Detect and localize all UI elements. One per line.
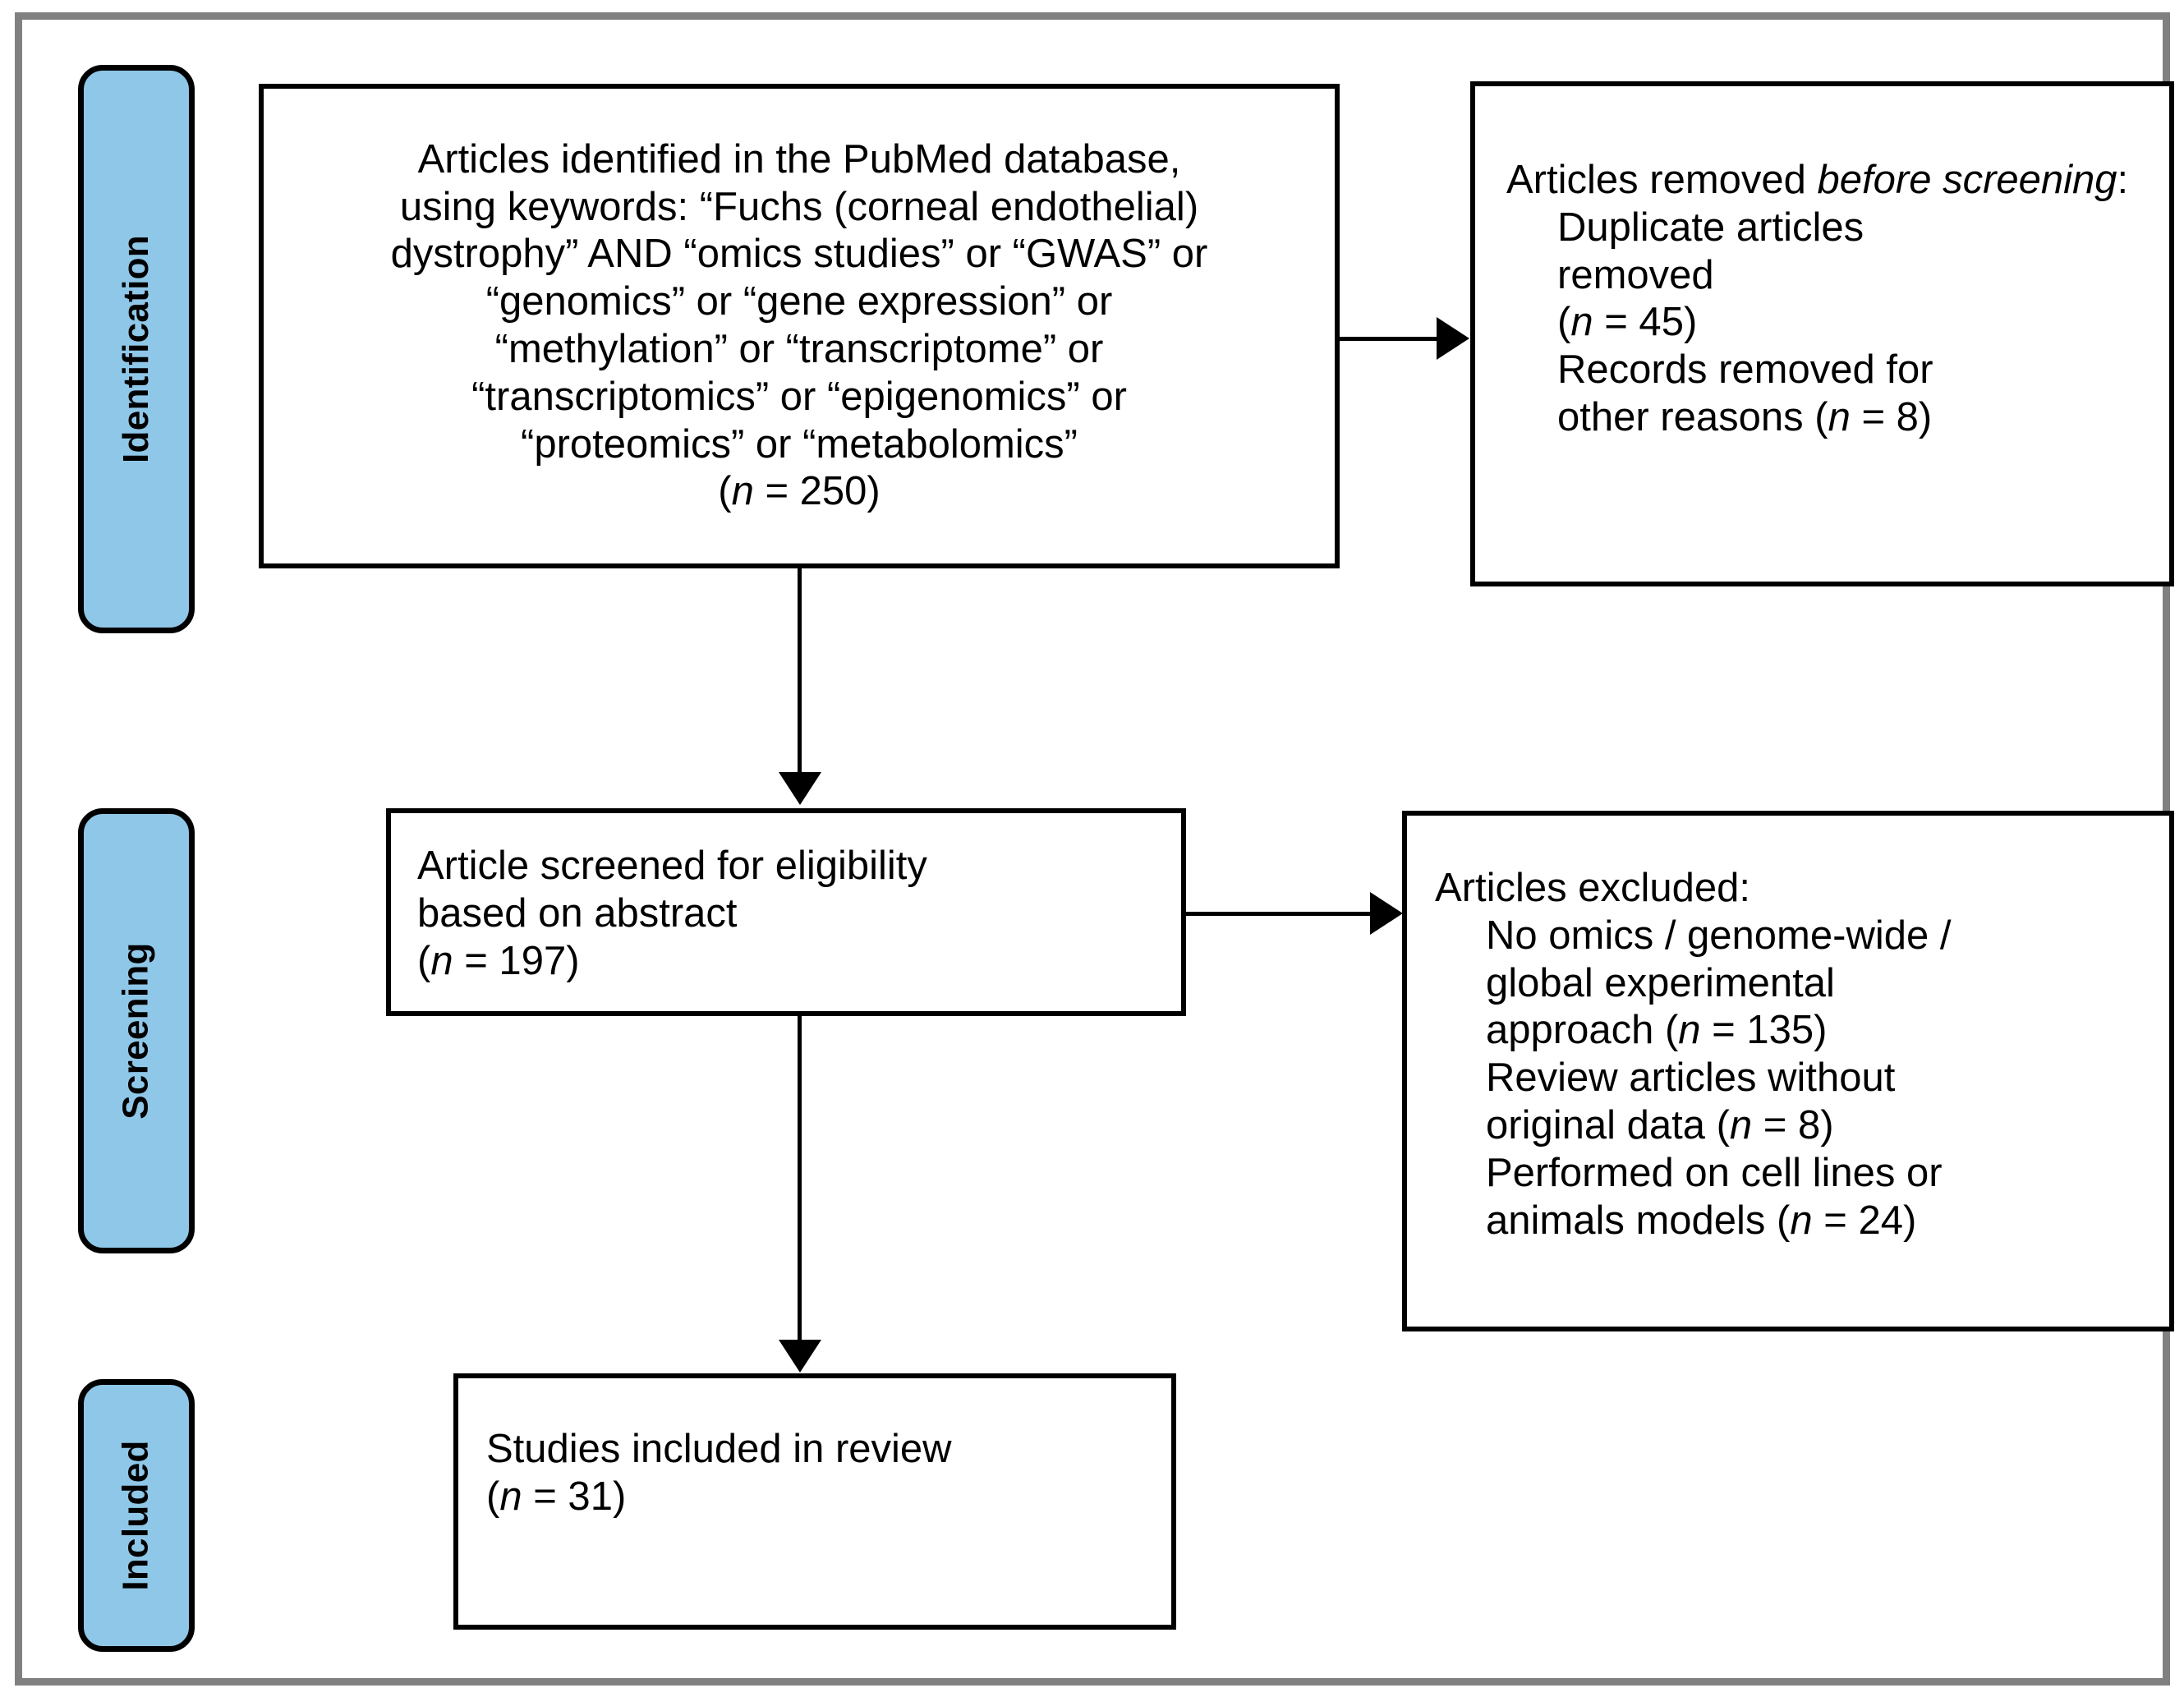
- excluded-item-3-line-2-n: n: [1790, 1198, 1813, 1243]
- excluded-item-1-line-3-post: = 135): [1700, 1008, 1828, 1053]
- included-count: (n = 31): [486, 1474, 626, 1519]
- identified-line-5: “methylation” or “transcriptome” or: [494, 327, 1104, 371]
- identified-count: (n = 250): [718, 469, 880, 513]
- box-articles-removed-before-screening: Articles removed before screening: Dupli…: [1470, 81, 2174, 586]
- removed-item-2-line-2: other reasons (n = 8): [1506, 394, 2169, 442]
- box-articles-excluded-text: Articles excluded: No omics / genome-wid…: [1435, 865, 2169, 1245]
- arrow-identified-to-removed-line: [1340, 337, 1440, 341]
- excluded-item-1-line-2: global experimental: [1486, 960, 1835, 1005]
- identified-line-4: “genomics” or “gene expression” or: [485, 279, 1113, 324]
- removed-item-1-line-1: Duplicate articles: [1557, 205, 1864, 250]
- screened-count-open: (: [417, 938, 431, 983]
- removed-heading-suffix: :: [2117, 158, 2129, 202]
- removed-item-2-line-2-n: n: [1828, 395, 1851, 440]
- excluded-item-2-line-2: original data (n = 8): [1435, 1102, 2169, 1150]
- identified-line-3: dystrophy” AND “omics studies” or “GWAS”…: [390, 232, 1208, 277]
- box-studies-included: Studies included in review (n = 31): [453, 1373, 1176, 1630]
- excluded-item-1-line-1: No omics / genome-wide /: [1486, 913, 1952, 958]
- box-articles-excluded: Articles excluded: No omics / genome-wid…: [1402, 811, 2174, 1331]
- stage-label-identification: Identification: [78, 65, 195, 633]
- screened-count-n: n: [430, 938, 453, 983]
- box-articles-screened-text: Article screened for eligibility based o…: [417, 843, 1181, 985]
- screened-count: (n = 197): [417, 939, 580, 983]
- identified-count-n: n: [731, 469, 754, 514]
- removed-item-1-count: (n = 45): [1506, 299, 2169, 347]
- box-articles-identified-text: Articles identified in the PubMed databa…: [379, 136, 1220, 517]
- identified-line-6: “transcriptomics” or “epigenomics” or: [471, 374, 1127, 419]
- identified-line-1: Articles identified in the PubMed databa…: [417, 136, 1181, 182]
- identified-count-rest: = 250): [753, 469, 880, 514]
- removed-heading: Articles removed before screening:: [1506, 158, 2128, 202]
- included-count-rest: = 31): [522, 1474, 627, 1519]
- box-articles-removed-text: Articles removed before screening: Dupli…: [1506, 157, 2169, 442]
- arrow-screened-to-included-line: [798, 1016, 802, 1343]
- diagram-outer-frame: Identification Screening Included Articl…: [15, 12, 2174, 1686]
- screened-line-1: Article screened for eligibility: [417, 844, 927, 888]
- removed-item-1-count-n: n: [1570, 300, 1593, 345]
- screened-line-2: based on abstract: [417, 890, 738, 936]
- removed-item-1-line-2: removed: [1557, 252, 1714, 297]
- excluded-item-3-line-1: Performed on cell lines or: [1486, 1150, 1943, 1195]
- arrow-down-icon: [779, 772, 821, 805]
- box-articles-screened: Article screened for eligibility based o…: [386, 808, 1186, 1016]
- excluded-item-3-line-2: animals models (n = 24): [1435, 1198, 2169, 1245]
- arrow-down-icon: [779, 1340, 821, 1373]
- arrow-screened-to-excluded-line: [1186, 912, 1373, 916]
- removed-item-2-line-2-post: = 8): [1850, 395, 1933, 440]
- excluded-item-2-line-2-n: n: [1729, 1103, 1753, 1148]
- excluded-item-1-line-3: approach (n = 135): [1435, 1007, 2169, 1055]
- removed-heading-plain: Articles removed: [1506, 158, 1818, 202]
- removed-item-1-count-rest: = 45): [1593, 300, 1698, 345]
- removed-item-2-line-1: Records removed for: [1557, 347, 1933, 393]
- arrow-identified-to-screened-line: [798, 568, 802, 775]
- identified-line-7: “proteomics” or “metabolomics”: [521, 421, 1078, 467]
- stage-label-included: Included: [78, 1379, 195, 1652]
- included-count-n: n: [499, 1474, 522, 1519]
- removed-heading-italic: before screening: [1817, 158, 2117, 202]
- removed-item-2-line-2-pre: other reasons (: [1557, 395, 1828, 440]
- stage-label-identification-text: Identification: [116, 235, 157, 463]
- box-articles-identified: Articles identified in the PubMed databa…: [259, 84, 1340, 568]
- excluded-heading: Articles excluded:: [1435, 866, 1751, 910]
- excluded-item-2-line-2-post: = 8): [1752, 1103, 1834, 1148]
- excluded-item-1-line-3-pre: approach (: [1486, 1008, 1679, 1053]
- included-line-1: Studies included in review: [486, 1427, 952, 1471]
- identified-line-2: using keywords: “Fuchs (corneal endothel…: [399, 184, 1199, 229]
- excluded-item-3-line-2-post: = 24): [1812, 1198, 1917, 1243]
- arrow-right-icon: [1370, 892, 1403, 935]
- excluded-item-2-line-2-pre: original data (: [1486, 1103, 1730, 1148]
- stage-label-screening-text: Screening: [116, 942, 157, 1120]
- stage-label-screening: Screening: [78, 808, 195, 1253]
- included-count-open: (: [486, 1474, 500, 1519]
- screened-count-rest: = 197): [453, 938, 580, 983]
- excluded-item-2-line-1: Review articles without: [1486, 1055, 1896, 1101]
- box-studies-included-text: Studies included in review (n = 31): [486, 1426, 1171, 1521]
- removed-item-1-count-open: (: [1557, 300, 1571, 345]
- excluded-item-3-line-2-pre: animals models (: [1486, 1198, 1791, 1243]
- excluded-item-1-line-3-n: n: [1678, 1008, 1701, 1053]
- identified-count-open: (: [718, 469, 732, 514]
- arrow-right-icon: [1437, 317, 1469, 360]
- stage-label-included-text: Included: [116, 1440, 156, 1591]
